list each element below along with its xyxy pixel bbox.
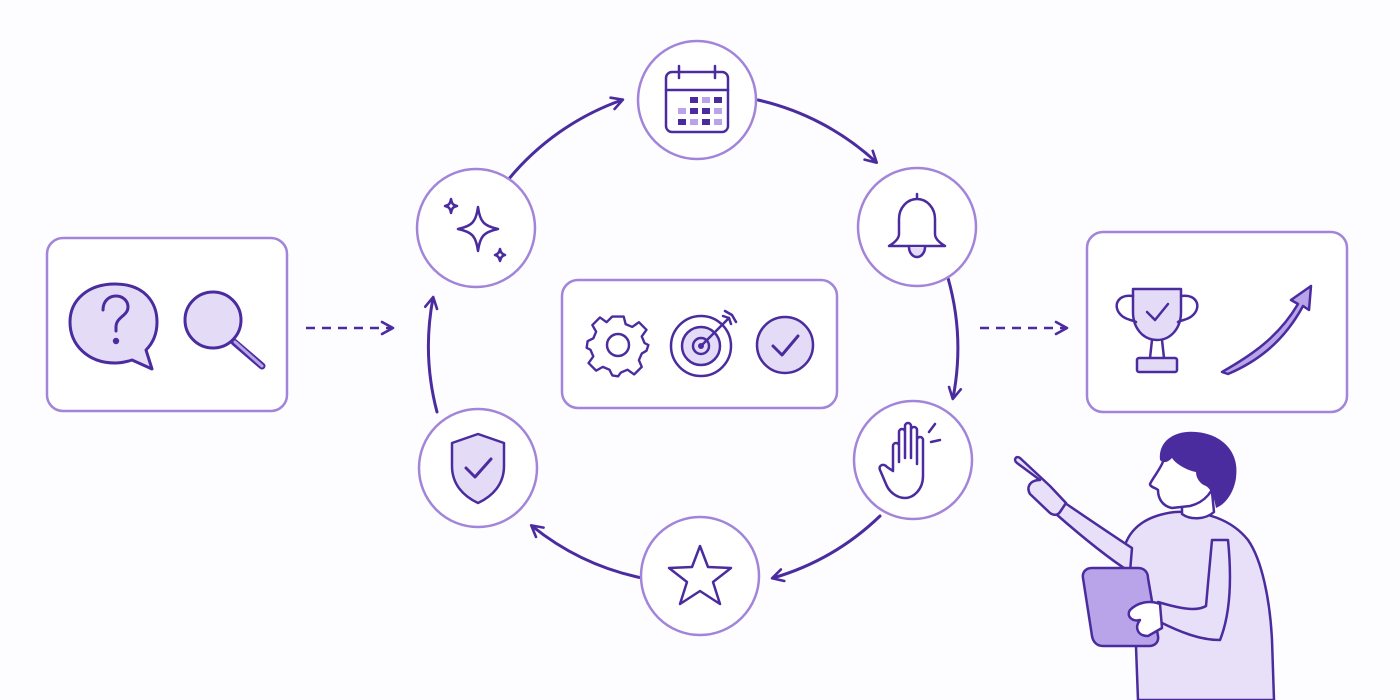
hair [1159, 431, 1237, 508]
trophy-icon [1115, 287, 1199, 374]
pointing-hand [1013, 455, 1068, 517]
holding-hand [1127, 600, 1164, 638]
sparkle-node [415, 167, 537, 289]
growth-arrow-icon [1220, 284, 1313, 376]
left-panel [45, 236, 289, 413]
hand-node [852, 399, 974, 521]
sparkle-icon [443, 197, 507, 263]
magnifier-icon [183, 290, 266, 370]
shield-check-icon [450, 432, 506, 505]
bell-icon [887, 192, 947, 259]
arc-sparkle-to-calendar [506, 96, 625, 182]
arc-bell-to-hand [946, 276, 963, 401]
question-bubble-icon [68, 282, 159, 371]
center-panel [560, 278, 839, 410]
shield-node [417, 407, 539, 529]
arc-calendar-to-bell [756, 98, 879, 164]
star-node [639, 515, 761, 637]
raised-hand-icon [878, 421, 942, 500]
cycle-arcs [423, 96, 963, 583]
arc-hand-to-star [770, 514, 882, 583]
presenter-figure [1013, 431, 1276, 700]
arc-star-to-shield [529, 524, 644, 580]
target-icon [669, 309, 738, 378]
calendar-node [636, 39, 758, 161]
pointing-arm [1054, 501, 1134, 574]
bell-node [856, 166, 978, 288]
gear-icon [585, 315, 650, 378]
right-panel [1085, 230, 1349, 414]
star-icon [667, 544, 733, 606]
check-circle-icon [755, 315, 815, 375]
arc-shield-to-sparkle [423, 295, 439, 414]
calendar-icon [664, 64, 730, 134]
